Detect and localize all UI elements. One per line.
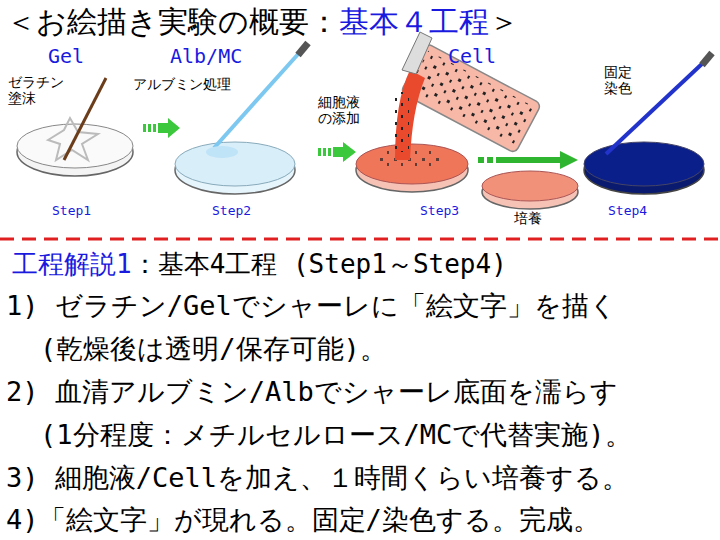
step-name: Alb/MC bbox=[170, 45, 242, 68]
section-heading: ：基本4工程 (Step1～Step4) bbox=[132, 247, 507, 282]
step-text: (乾燥後は透明/保存可能)。 bbox=[40, 333, 387, 364]
step-text: 1) ゼラチン/Gelでシャーレに「絵文字」を描く bbox=[6, 290, 617, 321]
title-row: ＜お絵描き実験の概要：基本４工程＞ bbox=[6, 2, 519, 43]
step-number: Step3 bbox=[420, 204, 459, 219]
step-text: 2) 血清アルブミン/Albでシャーレ底面を濡らす bbox=[6, 376, 618, 407]
step-name: Cell bbox=[448, 45, 496, 68]
step-note: アルブミン処理 bbox=[133, 76, 231, 92]
step-text: (1分程度：メチルセルロース/MCで代替実施)。 bbox=[40, 419, 632, 450]
step-number: Step4 bbox=[608, 204, 647, 219]
step-note: ゼラチン 塗沫 bbox=[8, 74, 72, 106]
step-note: 固定 染色 bbox=[604, 64, 638, 96]
step-number: Step2 bbox=[212, 204, 251, 219]
title-bracket: ＞ bbox=[489, 2, 519, 43]
step-number: Step1 bbox=[52, 204, 91, 219]
step-name: Gel bbox=[48, 45, 84, 68]
title-highlight: 基本４工程 bbox=[339, 2, 489, 43]
culture-label: 培養 bbox=[514, 210, 542, 226]
slide-title: ＜お絵描き実験の概要： bbox=[6, 2, 339, 43]
section-heading: 工程解説1 bbox=[12, 247, 132, 282]
step-text: 4)「絵文字」が現れる。固定/染色する。完成。 bbox=[6, 504, 600, 535]
step-note: 細胞液 の添加 bbox=[318, 94, 368, 126]
heading-row: 工程解説1：基本4工程 (Step1～Step4) bbox=[12, 247, 507, 282]
step-text: 3) 細胞液/Cellを加え、１時間くらい培養する。 bbox=[6, 462, 629, 493]
